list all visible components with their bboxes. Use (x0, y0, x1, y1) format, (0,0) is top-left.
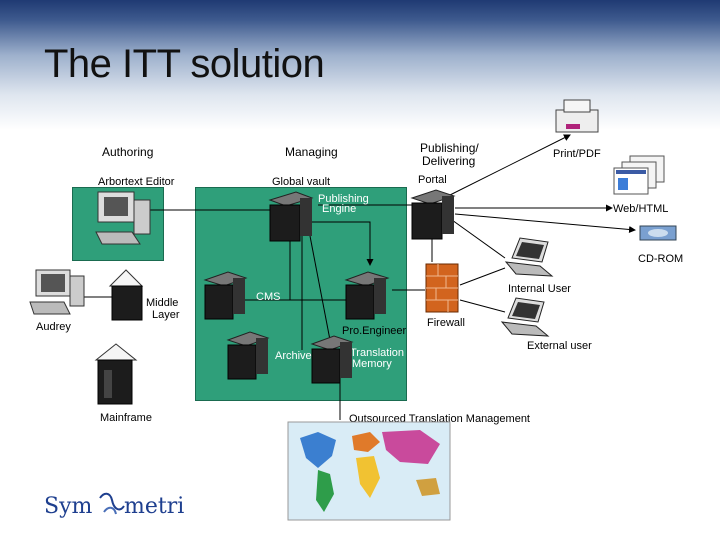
label-external-user: External user (527, 340, 592, 352)
label-cd-rom: CD-ROM (638, 253, 684, 265)
archive-server-icon (226, 331, 270, 380)
label-middle-layer-1: Middle (146, 297, 179, 309)
label-translation-1: Translation (350, 347, 405, 359)
middle-layer-server-icon (108, 269, 144, 321)
header-publishing-line2: Delivering (422, 154, 476, 168)
label-cms: CMS (256, 291, 281, 303)
world-map-icon (287, 421, 451, 521)
slide-title: The ITT solution (44, 42, 325, 86)
cms-server-icon (203, 271, 248, 320)
printer-icon (555, 99, 599, 133)
line-publishing-to-print (449, 134, 571, 196)
logo-text-sym: Sym (44, 494, 93, 519)
line-vault-to-proengineer (312, 221, 374, 266)
label-publishing-engine-2: Engine (322, 203, 357, 215)
label-middle-layer-2: Layer (152, 309, 180, 321)
logo-text-metri: metri (124, 494, 185, 519)
header-publishing-line1: Publishing/ (420, 141, 479, 155)
label-global-vault: Global vault (272, 176, 331, 188)
cdrom-icon (639, 225, 677, 241)
label-web-html: Web/HTML (613, 203, 669, 215)
label-portal: Portal (418, 174, 447, 186)
label-translation-2: Memory (352, 358, 392, 370)
workstation-icon (95, 191, 151, 245)
line-publishing-to-internal (451, 219, 506, 259)
mainframe-icon (94, 343, 138, 405)
line-publishing-to-cdrom (454, 213, 636, 233)
vault-server-icon (268, 191, 314, 242)
internal-laptop-icon (504, 237, 554, 277)
external-laptop-icon (500, 297, 550, 337)
label-internal-user: Internal User (508, 283, 571, 295)
label-publishing-engine-1: Publishing (318, 193, 369, 205)
label-arbortext: Arbortext Editor (98, 176, 175, 188)
label-mainframe: Mainframe (100, 412, 152, 424)
publishing-server-icon (410, 189, 456, 240)
symmetri-logo-icon (99, 492, 125, 515)
line-vault-to-translation (309, 235, 331, 341)
firewall-icon (425, 263, 459, 313)
web-pages-icon (613, 155, 665, 195)
label-pro-engineer: Pro.Engineer (342, 325, 407, 337)
label-archive: Archive (275, 350, 312, 362)
line-firewall-to-external (459, 299, 506, 313)
label-audrey: Audrey (36, 321, 71, 333)
header-managing: Managing (285, 145, 338, 159)
label-print-pdf: Print/PDF (553, 148, 601, 160)
header-authoring: Authoring (102, 145, 154, 159)
proengineer-server-icon (344, 271, 390, 320)
label-firewall: Firewall (427, 317, 465, 329)
audrey-workstation-icon (29, 269, 85, 315)
line-firewall-to-internal (459, 267, 506, 286)
translation-server-icon (310, 335, 354, 384)
